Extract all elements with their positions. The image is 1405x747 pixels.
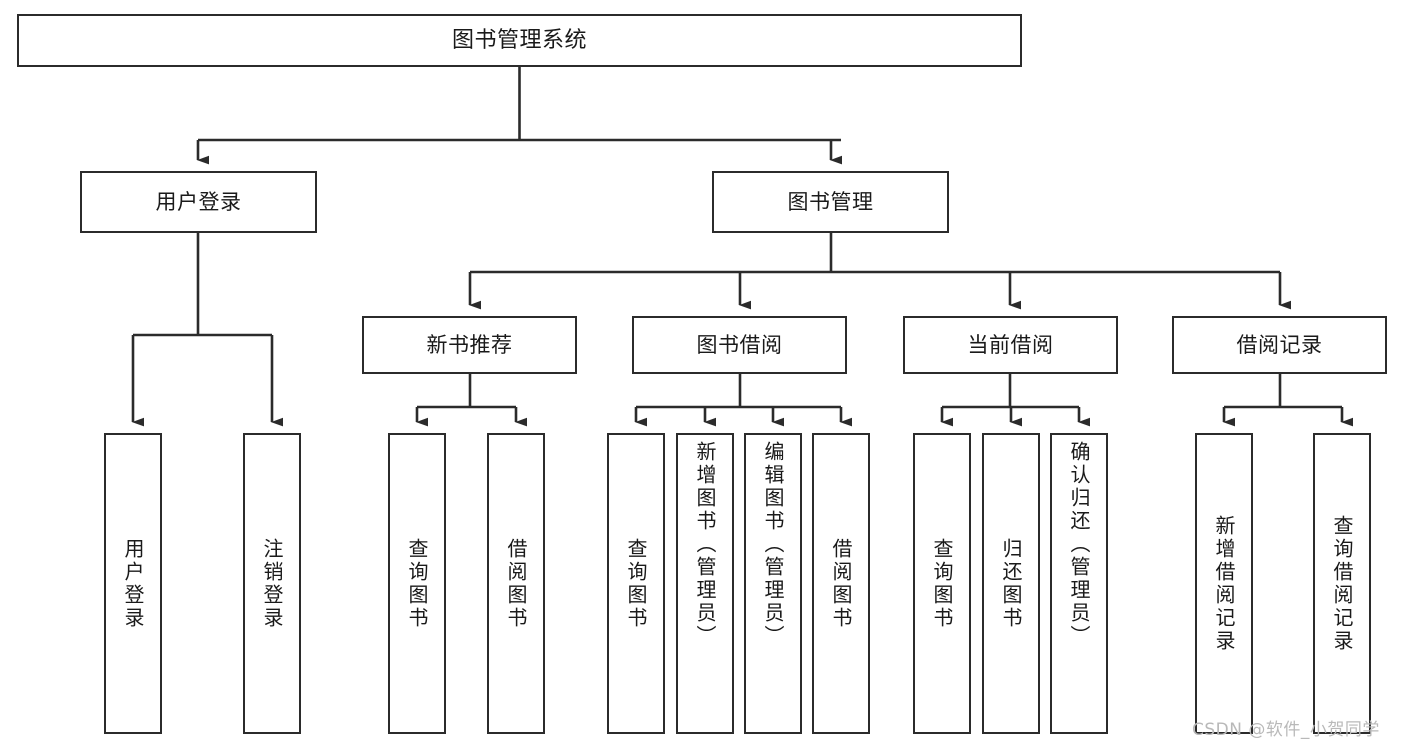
node-leaf-add-book[interactable]: 新增图书（管理员） [676, 433, 734, 734]
node-user-login[interactable]: 用户登录 [80, 171, 317, 233]
node-leaf-logout-login[interactable]: 注销登录 [243, 433, 301, 734]
csdn-watermark: CSDN @软件_小贺同学 [1192, 720, 1380, 740]
node-borrow-record[interactable]: 借阅记录 [1172, 316, 1387, 374]
node-borrow-record-label: 借阅记录 [1236, 332, 1323, 357]
node-leaf-borrow-book-1[interactable]: 借阅图书 [487, 433, 545, 734]
node-leaf-return-book[interactable]: 归还图书 [982, 433, 1040, 734]
node-leaf-query-book-2-label: 查询图书 [624, 537, 648, 630]
node-leaf-logout-login-label: 注销登录 [260, 537, 284, 630]
node-book-borrow-label: 图书借阅 [696, 332, 783, 357]
node-leaf-query-borrow-record-label: 查询借阅记录 [1330, 514, 1354, 653]
node-leaf-add-borrow-record[interactable]: 新增借阅记录 [1195, 433, 1253, 734]
node-leaf-query-book-1[interactable]: 查询图书 [388, 433, 446, 734]
node-leaf-query-book-3-label: 查询图书 [930, 537, 954, 630]
node-new-book-recommend-label: 新书推荐 [426, 332, 513, 357]
node-leaf-edit-book-label: 编辑图书（管理员） [761, 441, 785, 648]
node-leaf-query-borrow-record[interactable]: 查询借阅记录 [1313, 433, 1371, 734]
node-leaf-confirm-return-label: 确认归还（管理员） [1067, 441, 1091, 648]
node-book-manage-label: 图书管理 [787, 189, 874, 214]
node-leaf-query-book-2[interactable]: 查询图书 [607, 433, 665, 734]
node-current-borrow-label: 当前借阅 [967, 332, 1054, 357]
node-leaf-add-borrow-record-label: 新增借阅记录 [1212, 514, 1236, 653]
node-leaf-add-book-label: 新增图书（管理员） [693, 441, 717, 648]
node-leaf-borrow-book-2-label: 借阅图书 [829, 537, 853, 630]
node-root[interactable]: 图书管理系统 [17, 14, 1022, 67]
node-leaf-query-book-3[interactable]: 查询图书 [913, 433, 971, 734]
node-leaf-query-book-1-label: 查询图书 [405, 537, 429, 630]
node-root-label: 图书管理系统 [451, 27, 587, 53]
node-user-login-label: 用户登录 [155, 189, 242, 214]
node-leaf-user-login[interactable]: 用户登录 [104, 433, 162, 734]
node-leaf-confirm-return[interactable]: 确认归还（管理员） [1050, 433, 1108, 734]
node-current-borrow[interactable]: 当前借阅 [903, 316, 1118, 374]
node-leaf-user-login-label: 用户登录 [121, 537, 145, 630]
node-leaf-borrow-book-1-label: 借阅图书 [504, 537, 528, 630]
node-leaf-borrow-book-2[interactable]: 借阅图书 [812, 433, 870, 734]
node-book-manage[interactable]: 图书管理 [712, 171, 949, 233]
node-leaf-return-book-label: 归还图书 [999, 537, 1023, 630]
node-leaf-edit-book[interactable]: 编辑图书（管理员） [744, 433, 802, 734]
node-new-book-recommend[interactable]: 新书推荐 [362, 316, 577, 374]
node-book-borrow[interactable]: 图书借阅 [632, 316, 847, 374]
